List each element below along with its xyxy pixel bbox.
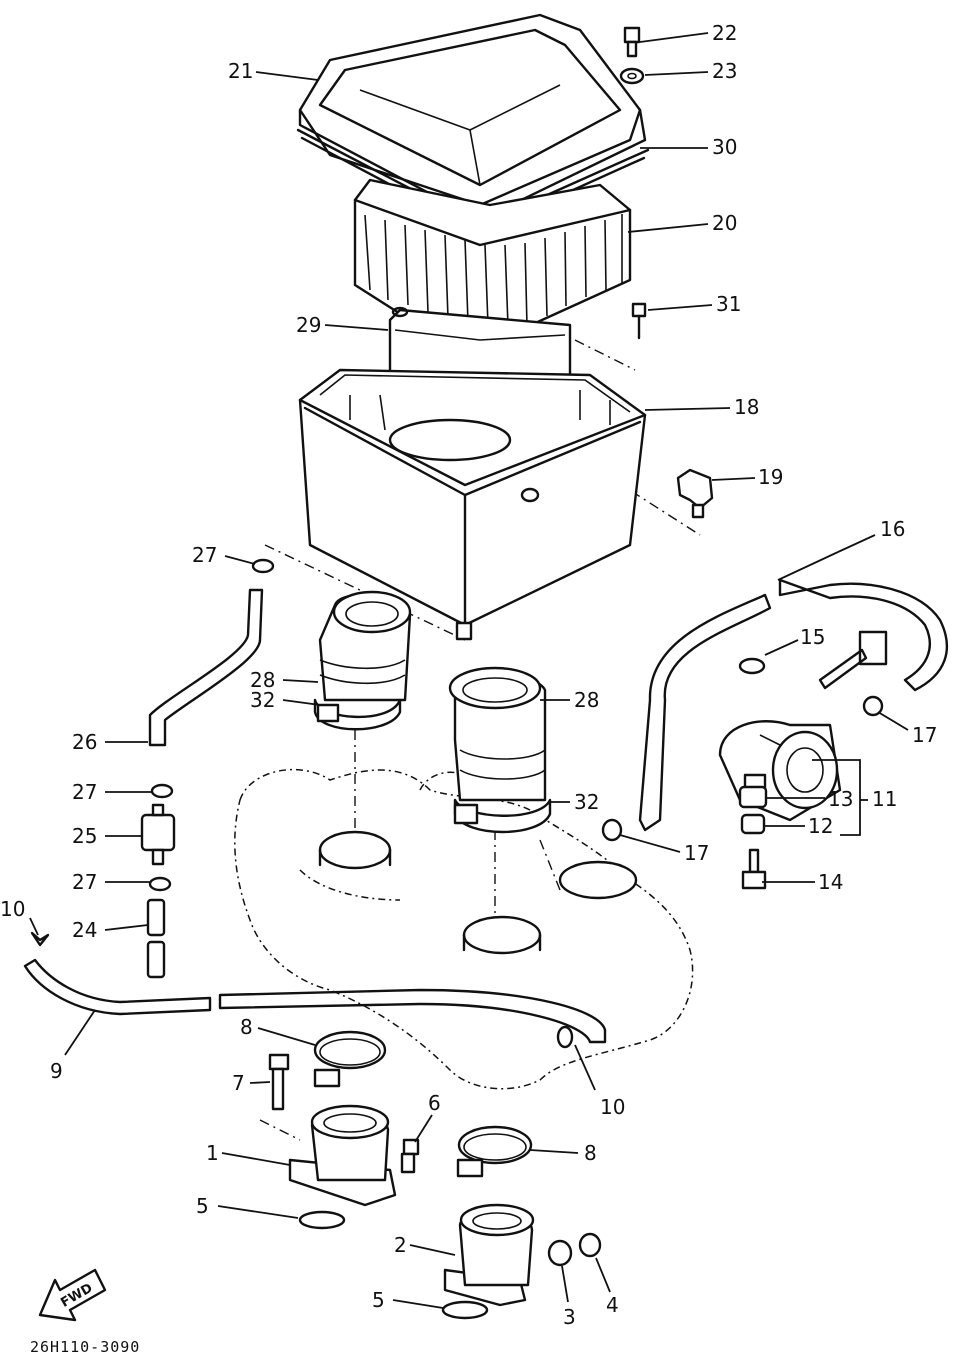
intake-joint-right — [448, 666, 547, 802]
callout-26: 26 — [72, 730, 97, 754]
cap-4 — [578, 1232, 602, 1258]
hose-band-upper — [313, 1030, 387, 1088]
callout-20: 20 — [712, 211, 737, 235]
hose-clip-left-end — [30, 931, 50, 947]
cover-bolt — [623, 26, 641, 58]
air-box-case — [298, 368, 647, 641]
hose-band-lower — [456, 1125, 533, 1178]
callout-10-left: 10 — [0, 897, 25, 921]
callout-19: 19 — [758, 465, 783, 489]
engine-block-outline — [234, 768, 694, 1090]
callout-31: 31 — [716, 292, 741, 316]
callout-11: 11 — [872, 787, 897, 811]
callout-labels: 21 22 23 30 20 31 29 18 19 27 16 15 28 3… — [0, 21, 937, 1329]
callout-24: 24 — [72, 918, 97, 942]
callout-32-left: 32 — [250, 688, 275, 712]
hose-clip-right-end — [556, 1025, 574, 1049]
intake-manifold-2 — [443, 1203, 535, 1307]
intake-clamp-right — [453, 798, 552, 834]
callout-29: 29 — [296, 313, 321, 337]
manifold-bolt — [268, 1053, 290, 1111]
intake-clamp-left — [313, 698, 402, 731]
callout-25: 25 — [72, 824, 97, 848]
callout-6: 6 — [428, 1091, 441, 1115]
o-ring-lower — [441, 1300, 489, 1320]
callout-15: 15 — [800, 625, 825, 649]
callout-5-upper: 5 — [196, 1194, 209, 1218]
valve-spacer — [740, 813, 766, 835]
callout-27-top: 27 — [192, 543, 217, 567]
callout-28-right: 28 — [574, 688, 599, 712]
callout-23: 23 — [712, 59, 737, 83]
hose-clip-upper — [251, 558, 275, 574]
engine-cylinder-ports — [318, 830, 638, 955]
intake-joint-left — [318, 590, 412, 702]
callout-18: 18 — [734, 395, 759, 419]
breather-pipe — [146, 898, 166, 979]
callout-22: 22 — [712, 21, 737, 45]
callout-30: 30 — [712, 135, 737, 159]
callout-16: 16 — [880, 517, 905, 541]
valve-bolt — [741, 848, 767, 890]
callout-27-bottom: 27 — [72, 870, 97, 894]
callout-7: 7 — [232, 1071, 245, 1095]
valve-seat — [738, 785, 768, 809]
manifold-screw — [400, 1138, 420, 1174]
vacuum-valve-assembly — [718, 720, 842, 822]
callout-14: 14 — [818, 870, 843, 894]
callout-28-left: 28 — [250, 668, 275, 692]
callout-8-upper: 8 — [240, 1015, 253, 1039]
air-filter-element — [353, 178, 632, 332]
callout-27-middle: 27 — [72, 780, 97, 804]
valve-cap — [738, 657, 766, 675]
callout-5-lower: 5 — [372, 1288, 385, 1312]
callout-12: 12 — [808, 814, 833, 838]
cover-washer — [619, 67, 645, 85]
drain-hose — [23, 958, 607, 1044]
callout-21: 21 — [228, 59, 253, 83]
intake-manifold-1 — [288, 1104, 397, 1207]
callout-13: 13 — [828, 787, 853, 811]
callout-3: 3 — [563, 1305, 576, 1329]
callout-32-right: 32 — [574, 790, 599, 814]
o-ring-upper — [298, 1210, 346, 1230]
forward-arrow: FWD — [38, 1268, 107, 1322]
breather-hose — [148, 588, 264, 747]
callout-17-center: 17 — [684, 841, 709, 865]
hose-clip-lower — [148, 876, 172, 892]
cap-3 — [547, 1239, 573, 1267]
callout-8-lower: 8 — [584, 1141, 597, 1165]
hose-clip-middle — [150, 783, 174, 799]
breather-filter — [140, 803, 176, 866]
callout-10-right: 10 — [600, 1095, 625, 1119]
callout-9: 9 — [50, 1059, 63, 1083]
valve-connector — [818, 630, 888, 690]
callout-1: 1 — [206, 1141, 219, 1165]
callout-4: 4 — [606, 1293, 619, 1317]
drawing-code: 26H110-3090 — [30, 1338, 140, 1356]
hose-clamp-valve — [862, 695, 884, 717]
filter-screw — [631, 302, 647, 340]
elbow-fitting — [676, 468, 714, 519]
hose-clamp-center — [601, 818, 623, 842]
leader-lines — [29, 32, 909, 1309]
callout-17-right: 17 — [912, 723, 937, 747]
vacuum-hose — [638, 578, 949, 832]
callout-2: 2 — [394, 1233, 407, 1257]
